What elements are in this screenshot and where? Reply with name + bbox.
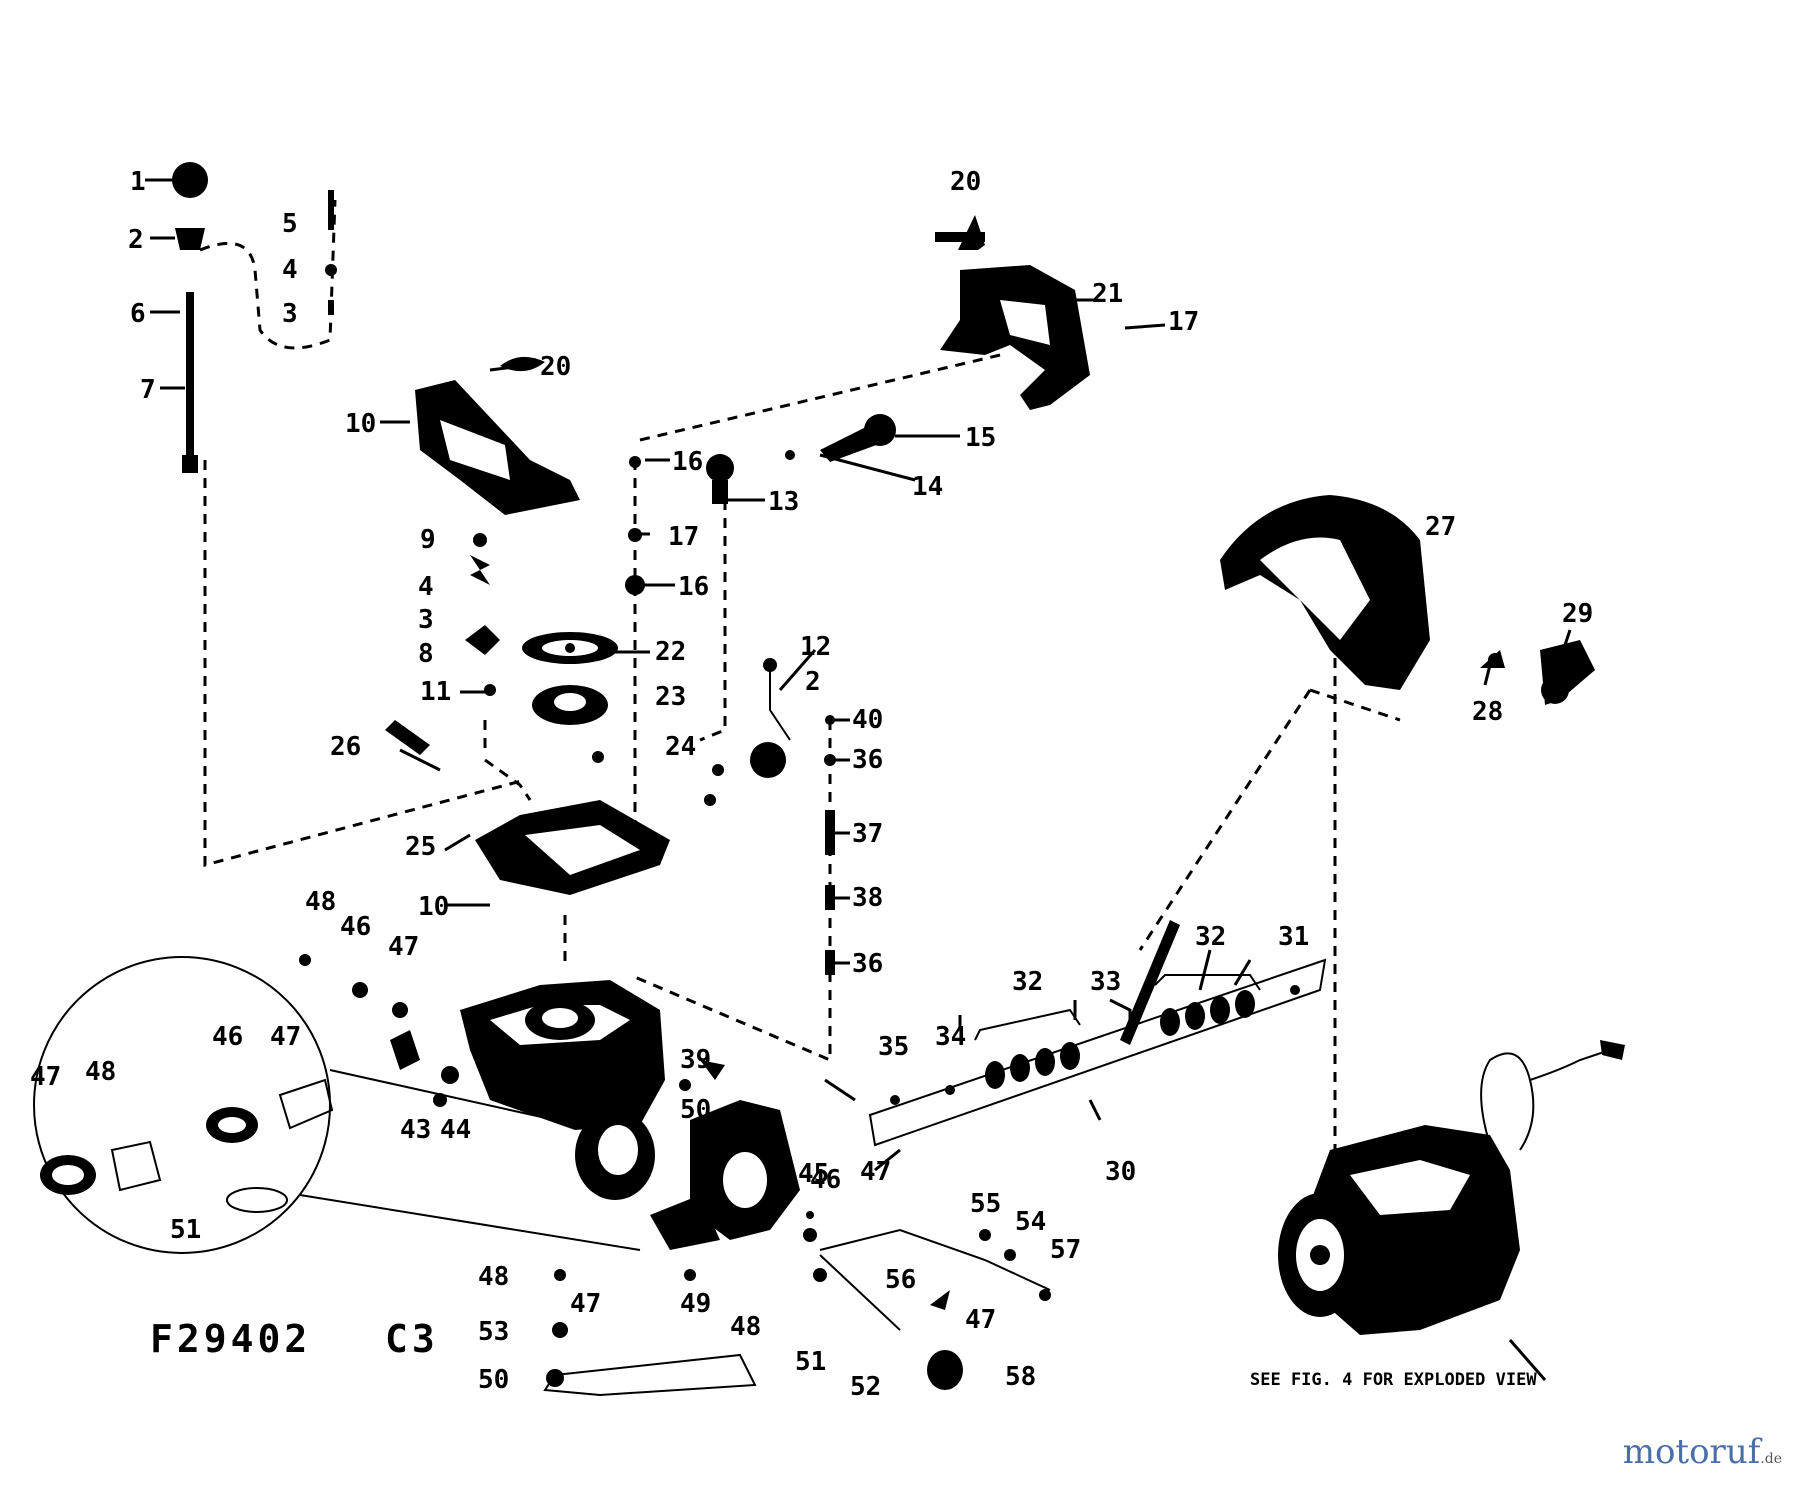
watermark-name: motoruf [1622,1432,1761,1472]
callout: 47 [570,1289,601,1319]
motor [1278,1040,1625,1335]
callout: 22 [655,637,686,667]
callout: 7 [140,375,156,405]
callout: 44 [440,1115,471,1145]
watermark-tld: .de [1760,1451,1782,1467]
callout: 17 [668,522,699,552]
callout: 5 [282,209,298,239]
callout: 28 [1472,697,1503,727]
callout: 43 [400,1115,431,1145]
callout: 17 [1168,307,1199,337]
mount-plate [385,720,670,895]
callout: 33 [1090,967,1121,997]
callout: 10 [418,892,449,922]
callout: 16 [672,447,703,477]
callout: 32 [1012,967,1043,997]
callout: 16 [678,572,709,602]
callout: 56 [885,1265,916,1295]
callout: 53 [478,1317,509,1347]
knob-and-rod-parts [172,162,337,473]
callout: 52 [850,1372,881,1402]
callout: 34 [935,1022,966,1052]
callout: 12 [800,632,831,662]
callout: 15 [965,423,996,453]
callout: 11 [420,677,451,707]
callout: 39 [680,1045,711,1075]
callout: 47 [860,1157,891,1187]
callout: 3 [282,299,298,329]
callout: 38 [852,883,883,913]
right-rod [824,715,836,975]
callout: 1 [130,167,146,197]
callout: 46 [212,1022,243,1052]
watermark-logo: motoruf.de [1623,1432,1782,1472]
callout: 50 [478,1365,509,1395]
callout: 48 [478,1262,509,1292]
callout: 31 [1278,922,1309,952]
callout: 35 [878,1032,909,1062]
callout: 24 [665,732,696,762]
callout: 46 [810,1165,841,1195]
callout: 54 [1015,1207,1046,1237]
callout: 3 [418,605,434,635]
callout: 47 [30,1062,61,1092]
gearbox-housing [460,980,800,1250]
callout: 51 [795,1347,826,1377]
detail-inset [33,956,641,1254]
callout: 55 [970,1189,1001,1219]
housing-fasteners [299,954,725,1107]
callout: 49 [680,1289,711,1319]
callout: 20 [540,352,571,382]
callout: 6 [130,299,146,329]
callout: 48 [85,1057,116,1087]
callout: 29 [1562,599,1593,629]
callout: 58 [1005,1362,1036,1392]
callout: 36 [852,949,883,979]
callout: 20 [950,167,981,197]
callout: 26 [330,732,361,762]
switch-housing [415,356,580,515]
callout: 23 [655,682,686,712]
callout: 14 [912,472,943,502]
part-callouts: 1 2 5 4 3 6 7 10 20 20 21 17 15 14 16 13… [30,167,1593,1402]
callout: 4 [282,255,298,285]
callout: 10 [345,409,376,439]
callout: 9 [420,525,436,555]
callout: 46 [340,912,371,942]
figure-section: C3 [385,1317,439,1361]
callout: 27 [1425,512,1456,542]
spring-rack [868,920,1327,1147]
exploded-view-note: SEE FIG. 4 FOR EXPLODED VIEW [1250,1370,1537,1390]
callout: 30 [1105,1157,1136,1187]
callout: 57 [1050,1235,1081,1265]
callout: 36 [852,745,883,775]
callout: 48 [730,1312,761,1342]
callout: 2 [805,667,821,697]
callout: 48 [305,887,336,917]
callout: 2 [128,225,144,255]
callout: 13 [768,487,799,517]
callout: 21 [1092,279,1123,309]
callout: 25 [405,832,436,862]
callout: 47 [965,1305,996,1335]
lower-linkage-parts [543,1211,1051,1397]
motor-cover [1220,495,1595,705]
callout: 8 [418,639,434,669]
lever-assembly [592,658,791,806]
callout: 51 [170,1215,201,1245]
callout: 37 [852,819,883,849]
upper-right-bracket [935,215,1090,410]
callout: 4 [418,572,434,602]
callout: 50 [680,1095,711,1125]
figure-code: F29402 [150,1317,311,1361]
callout: 40 [852,705,883,735]
shaft-and-springs [465,414,896,696]
washers [522,632,618,725]
callout: 45 [798,1159,829,1189]
callout: 47 [388,932,419,962]
callout: 32 [1195,922,1226,952]
callout: 47 [270,1022,301,1052]
